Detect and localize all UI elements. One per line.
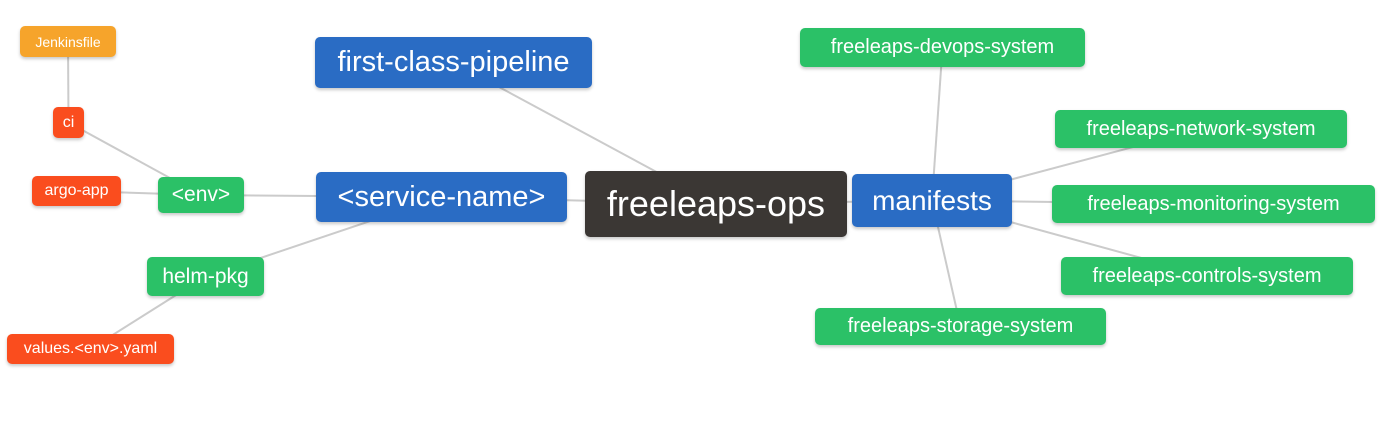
node-jenkinsfile[interactable]: Jenkinsfile bbox=[20, 26, 116, 57]
node-freeleaps-storage-system[interactable]: freeleaps-storage-system bbox=[815, 308, 1106, 345]
node-values-env-yaml[interactable]: values.<env>.yaml bbox=[7, 334, 174, 364]
node-argo-app[interactable]: argo-app bbox=[32, 176, 121, 206]
node-env[interactable]: <env> bbox=[158, 177, 244, 213]
node-ci[interactable]: ci bbox=[53, 107, 84, 138]
node-freeleaps-monitoring-system[interactable]: freeleaps-monitoring-system bbox=[1052, 185, 1375, 223]
node-freeleaps-controls-system[interactable]: freeleaps-controls-system bbox=[1061, 257, 1353, 295]
node-helm-pkg[interactable]: helm-pkg bbox=[147, 257, 264, 296]
node-freeleaps-ops[interactable]: freeleaps-ops bbox=[585, 171, 847, 237]
node-service-name[interactable]: <service-name> bbox=[316, 172, 567, 222]
node-freeleaps-network-system[interactable]: freeleaps-network-system bbox=[1055, 110, 1347, 148]
node-freeleaps-devops-system[interactable]: freeleaps-devops-system bbox=[800, 28, 1085, 67]
node-manifests[interactable]: manifests bbox=[852, 174, 1012, 227]
node-first-class-pipeline[interactable]: first-class-pipeline bbox=[315, 37, 592, 88]
